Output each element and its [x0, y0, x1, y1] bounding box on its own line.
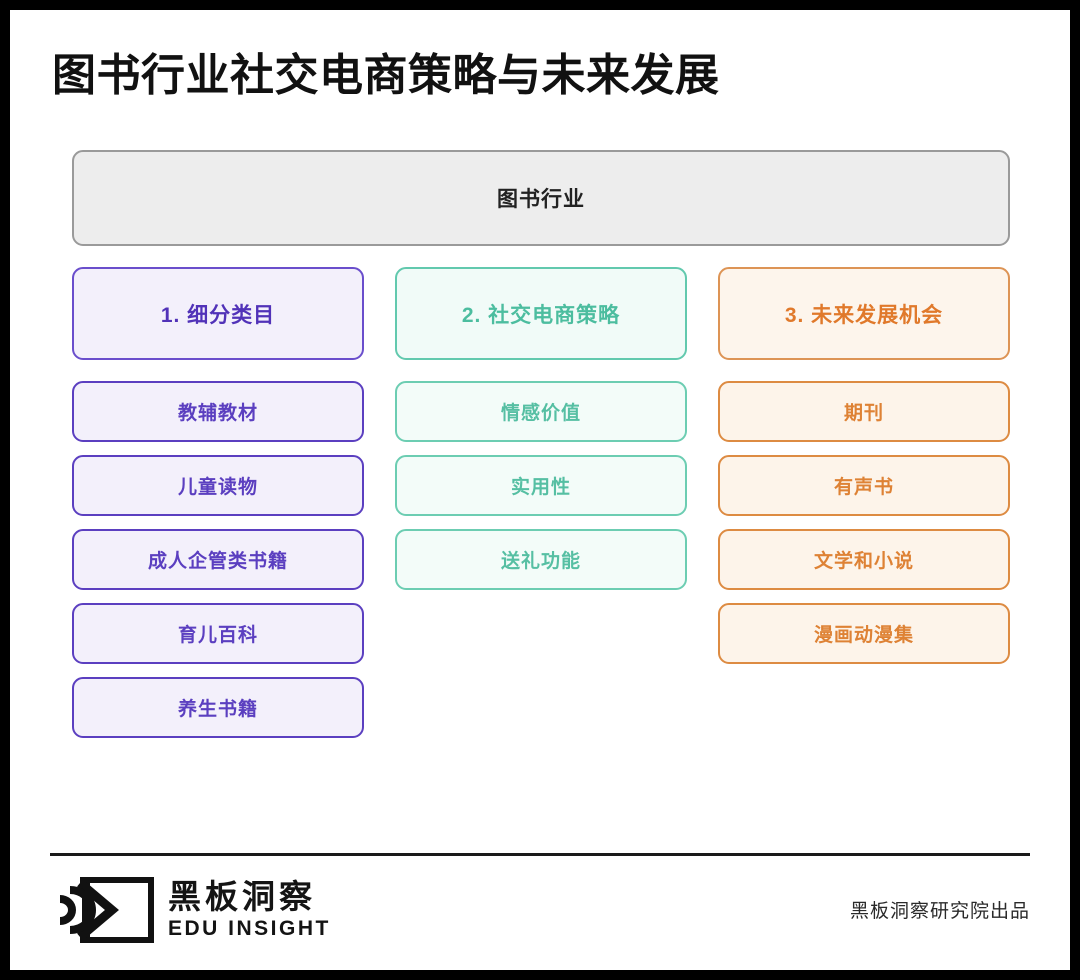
list-item: 期刊 [718, 381, 1010, 442]
columns-container: 1. 细分类目 教辅教材 儿童读物 成人企管类书籍 育儿百科 养生书籍 2. 社… [72, 267, 1010, 738]
list-item: 文学和小说 [718, 529, 1010, 590]
column-segments: 1. 细分类目 教辅教材 儿童读物 成人企管类书籍 育儿百科 养生书籍 [72, 267, 364, 738]
column-header-future-opportunities: 3. 未来发展机会 [718, 267, 1010, 360]
brand-lockup: 黑板洞察 EDU INSIGHT [50, 877, 331, 943]
list-item: 有声书 [718, 455, 1010, 516]
credit-text: 黑板洞察研究院出品 [849, 900, 1030, 922]
list-item: 送礼功能 [395, 529, 687, 590]
list-item: 养生书籍 [72, 677, 364, 738]
page-title: 图书行业社交电商策略与未来发展 [52, 51, 720, 100]
footer: 黑板洞察 EDU INSIGHT 黑板洞察研究院出品 [50, 870, 1030, 950]
footer-divider [50, 853, 1030, 856]
column-social-commerce-strategy: 2. 社交电商策略 情感价值 实用性 送礼功能 [395, 267, 687, 738]
brand-text: 黑板洞察 EDU INSIGHT [168, 878, 331, 942]
column-header-segments: 1. 细分类目 [72, 267, 364, 360]
column-header-social-commerce-strategy: 2. 社交电商策略 [395, 267, 687, 360]
list-item: 育儿百科 [72, 603, 364, 664]
root-node-label: 图书行业 [497, 188, 585, 211]
list-item: 教辅教材 [72, 381, 364, 442]
list-item: 实用性 [395, 455, 687, 516]
infographic-page: 图书行业社交电商策略与未来发展 图书行业 1. 细分类目 教辅教材 儿童读物 成… [10, 10, 1070, 970]
list-item: 儿童读物 [72, 455, 364, 516]
brand-name-en: EDU INSIGHT [168, 917, 331, 940]
root-node: 图书行业 [72, 150, 1010, 246]
brand-name-cn: 黑板洞察 [168, 878, 316, 915]
column-future-opportunities: 3. 未来发展机会 期刊 有声书 文学和小说 漫画动漫集 [718, 267, 1010, 738]
eye-logo-icon [59, 877, 154, 943]
list-item: 成人企管类书籍 [72, 529, 364, 590]
list-item: 漫画动漫集 [718, 603, 1010, 664]
list-item: 情感价值 [395, 381, 687, 442]
